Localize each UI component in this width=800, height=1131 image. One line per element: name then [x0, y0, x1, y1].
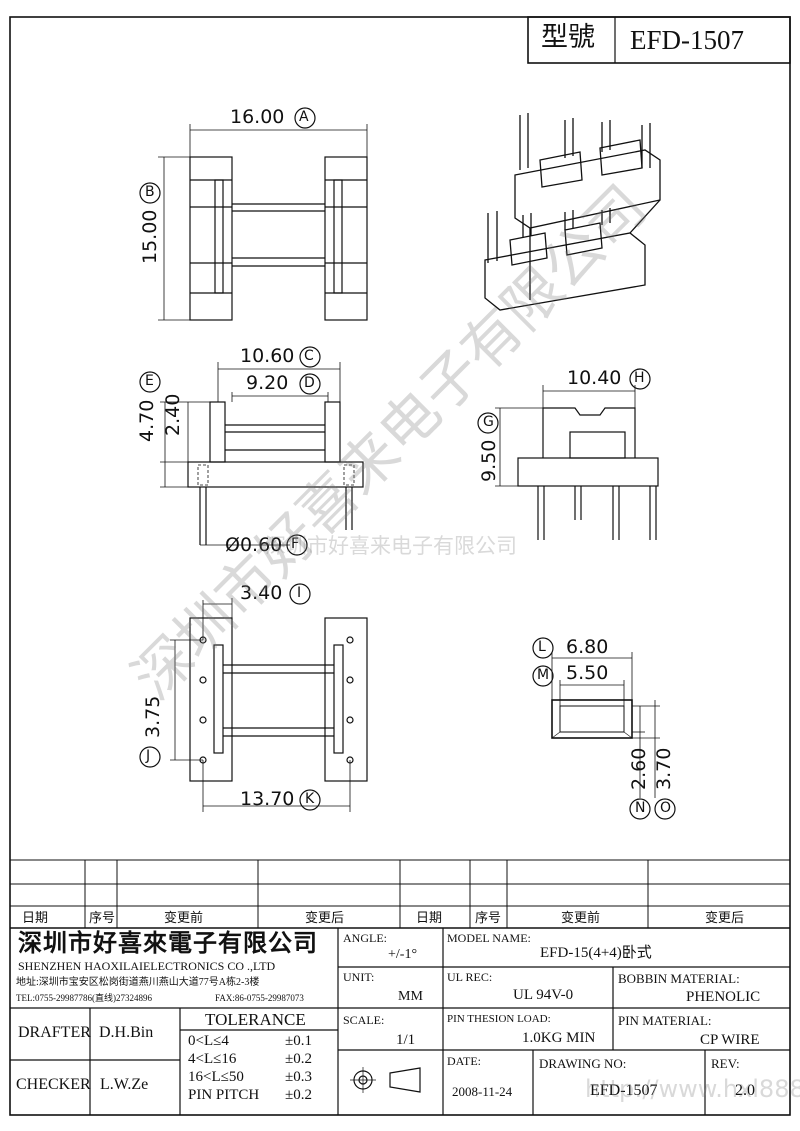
dim-f-value: Ø0.60: [225, 534, 283, 556]
dim-c-value: 10.60: [240, 345, 295, 367]
dim-n-value: 2.60: [628, 747, 650, 790]
ul-rec-value: UL 94V-0: [513, 987, 574, 1003]
rev-header-date-2: 日期: [416, 910, 443, 925]
dim-d-value: 9.20: [246, 372, 289, 394]
dim-c-letter: C: [304, 348, 314, 364]
dim-b-value: 15.00: [139, 209, 161, 264]
bobbin-material-value: PHENOLIC: [686, 989, 761, 1005]
checker-value: L.W.Ze: [100, 1076, 149, 1093]
dim-m-value: 5.50: [566, 662, 609, 684]
dim-j-letter: J: [146, 748, 151, 764]
dim-h-letter: H: [634, 370, 645, 386]
rev-header-before-1: 变更前: [164, 910, 204, 925]
company-address: 地址:深圳市宝安区松岗街道燕川燕山大道77号A栋2-3楼: [16, 977, 260, 988]
dim-a-letter: A: [299, 109, 309, 125]
company-name-en: SHENZHEN HAOXILAIELECTRONICS CO .,LTD: [18, 959, 276, 973]
title-block: [10, 928, 790, 1115]
company-name-cn: 深圳市好喜來電子有限公司: [18, 931, 318, 957]
rev-header-after-2: 变更后: [705, 910, 745, 925]
company-tel: TEL:0755-29987786(直线)27324896: [16, 993, 152, 1003]
angle-label: ANGLE:: [343, 931, 387, 945]
sheet-border: [9, 16, 791, 1116]
front-view: [139, 346, 364, 556]
tol-value-4: ±0.2: [285, 1087, 312, 1103]
rev-header-before-2: 变更前: [561, 910, 601, 925]
pin-load-label: PIN THESION LOAD:: [447, 1013, 551, 1025]
tol-value-1: ±0.1: [285, 1033, 312, 1049]
drawing-no-value: EFD-1507: [590, 1082, 658, 1099]
scale-value: 1/1: [396, 1032, 416, 1048]
dim-m-letter: M: [537, 667, 550, 683]
pin-load-value: 1.0KG MIN: [522, 1030, 596, 1046]
model-label: 型號: [541, 22, 595, 52]
dim-h-value: 10.40: [567, 367, 622, 389]
model-name-value: EFD-15(4+4)卧式: [540, 945, 652, 961]
dim-a-value: 16.00: [230, 106, 285, 128]
pin-material-label: PIN MATERIAL:: [618, 1013, 712, 1028]
tol-range-2: 4<L≤16: [188, 1051, 237, 1067]
dim-e2-value: 2.40: [162, 393, 184, 436]
dim-b-letter: B: [145, 184, 155, 200]
dim-i-value: 3.40: [240, 582, 283, 604]
dim-k-value: 13.70: [240, 788, 295, 810]
ul-rec-label: UL REC:: [447, 970, 493, 984]
tol-range-4: PIN PITCH: [188, 1087, 260, 1103]
dim-n-letter: N: [635, 800, 646, 816]
rev-header-after-1: 变更后: [305, 910, 345, 925]
tolerance-label: TOLERANCE: [205, 1010, 306, 1029]
rev-value: 2.0: [735, 1082, 755, 1099]
dim-f-letter: F: [291, 536, 300, 552]
dim-k-letter: K: [305, 791, 315, 807]
rev-header-seq-1: 序号: [89, 910, 116, 925]
date-value: 2008-11-24: [452, 1084, 513, 1099]
dim-l-letter: L: [538, 639, 546, 655]
dim-g-value: 9.50: [478, 439, 500, 482]
drafter-value: D.H.Bin: [99, 1024, 154, 1041]
unit-value: MM: [398, 989, 423, 1004]
dim-g-letter: G: [483, 414, 494, 430]
tol-value-2: ±0.2: [285, 1051, 312, 1067]
dim-e-value: 4.70: [136, 399, 158, 442]
rev-header-date-1: 日期: [22, 910, 49, 925]
dim-o-value: 3.70: [653, 747, 675, 790]
drawing-no-label: DRAWING NO:: [539, 1056, 627, 1071]
date-label: DATE:: [447, 1054, 481, 1068]
bottom-view: [139, 583, 368, 812]
section-view: [532, 637, 676, 820]
title-box: [527, 16, 791, 64]
drafter-label: DRAFTER: [18, 1024, 91, 1041]
watermark-horizontal: 深圳市好喜来电子有限公司: [265, 534, 517, 558]
dim-i-letter: I: [297, 585, 302, 601]
dim-l-value: 6.80: [566, 636, 609, 658]
isometric-view: [484, 113, 661, 311]
model-value: EFD-1507: [630, 25, 744, 55]
watermark-url: http://www.hxl888.com: [585, 1075, 800, 1103]
dim-d-letter: D: [304, 375, 315, 391]
checker-label: CHECKER: [16, 1076, 91, 1093]
revision-table: [10, 859, 790, 929]
tol-value-3: ±0.3: [285, 1069, 312, 1085]
scale-label: SCALE:: [343, 1013, 385, 1027]
top-view: [139, 107, 368, 321]
tol-range-1: 0<L≤4: [188, 1033, 229, 1049]
rev-label: REV:: [711, 1056, 740, 1071]
pin-material-value: CP WIRE: [700, 1032, 760, 1048]
angle-value: +/-1°: [388, 947, 418, 962]
rev-header-seq-2: 序号: [475, 910, 502, 925]
side-view: [477, 368, 659, 540]
dim-e-letter: E: [145, 373, 154, 389]
bobbin-material-label: BOBBIN MATERIAL:: [618, 971, 740, 986]
dim-o-letter: O: [660, 800, 672, 816]
company-fax: FAX:86-0755-29987073: [215, 993, 304, 1003]
model-name-label: MODEL NAME:: [447, 931, 531, 945]
unit-label: UNIT:: [343, 970, 375, 984]
tol-range-3: 16<L≤50: [188, 1069, 244, 1085]
